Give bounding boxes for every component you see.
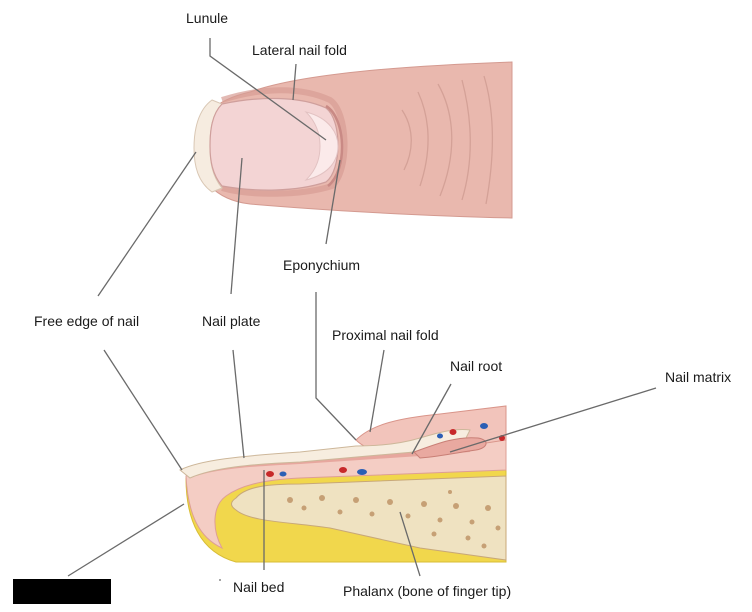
leader-lunule bbox=[209, 38, 327, 141]
eponychium-shape bbox=[325, 104, 344, 187]
label-free-edge-of-nail: Free edge of nail bbox=[34, 313, 140, 329]
leader-eponychium bbox=[325, 159, 341, 245]
label-nail-matrix: Nail matrix bbox=[665, 369, 732, 385]
phalanx-bone bbox=[231, 475, 507, 561]
label-proximal-nail-fold: Proximal nail fold bbox=[332, 327, 439, 343]
nail-plate-section bbox=[179, 429, 471, 479]
label-eponychium: Eponychium bbox=[283, 257, 361, 273]
leader-nail-matrix bbox=[449, 387, 657, 453]
leader-blank-label bbox=[67, 503, 185, 577]
bone-pores bbox=[287, 490, 501, 549]
nail-cross-section bbox=[179, 405, 507, 581]
leader-free-edge-bottom bbox=[103, 349, 183, 471]
label-nail-bed: Nail bed bbox=[233, 579, 285, 595]
nail-plate-shape bbox=[209, 97, 339, 191]
label-lateral-nail-fold: Lateral nail fold bbox=[252, 42, 347, 58]
knuckle-wrinkles bbox=[401, 75, 494, 205]
leader-nail-root bbox=[411, 383, 452, 455]
label-nail-root: Nail root bbox=[450, 358, 503, 374]
blood-vessels bbox=[266, 423, 505, 477]
leader-nail-plate-top bbox=[230, 157, 243, 295]
leader-lines bbox=[67, 38, 657, 577]
leader-proximal-nail-fold bbox=[369, 349, 385, 433]
redacted-label-box bbox=[13, 579, 111, 604]
leader-nail-plate-bottom bbox=[232, 349, 245, 459]
label-lunule: Lunule bbox=[186, 10, 229, 26]
label-phalanx: Phalanx (bone of finger tip) bbox=[343, 583, 512, 599]
leader-lateral-nail-fold bbox=[292, 63, 297, 101]
lateral-nail-fold bbox=[221, 87, 348, 197]
finger-external-view bbox=[193, 61, 513, 219]
leader-eponychium-bottom bbox=[315, 292, 357, 441]
speck bbox=[219, 579, 221, 581]
leader-free-edge-top bbox=[97, 151, 197, 297]
leader-phalanx bbox=[399, 511, 421, 577]
nail-root-pocket bbox=[413, 437, 487, 459]
label-nail-plate: Nail plate bbox=[202, 313, 261, 329]
